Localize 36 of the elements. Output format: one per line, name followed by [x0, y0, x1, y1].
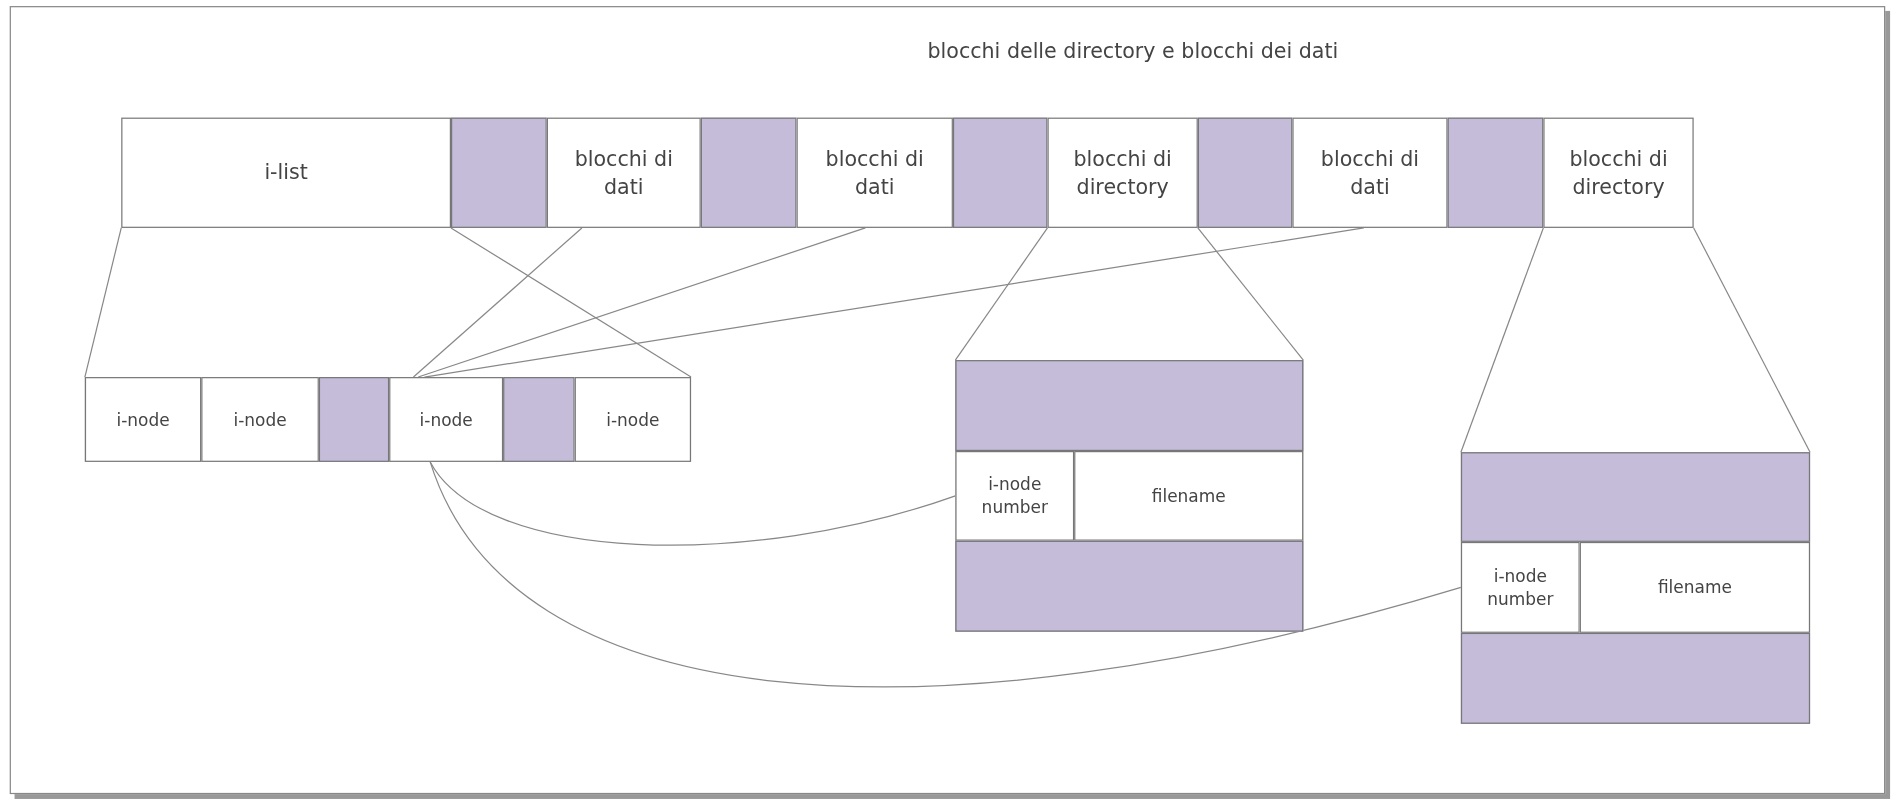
storage-block: i-node [389, 377, 504, 462]
storage-block: blocchi di directory [1543, 117, 1694, 228]
link-curve [429, 461, 956, 546]
shaded-block [952, 117, 1048, 228]
shaded-block [451, 117, 547, 228]
storage-block: filename [1074, 451, 1304, 541]
connector-line [84, 227, 122, 378]
shaded-block [955, 360, 1304, 451]
shaded-block [1460, 452, 1811, 542]
storage-block: blocchi di directory [1047, 117, 1198, 228]
link-curve [429, 461, 1462, 688]
shaded-block [503, 377, 575, 462]
connector-line [954, 227, 1049, 361]
shaded-block [1447, 117, 1544, 228]
storage-block: i-node number [1460, 541, 1580, 633]
connector-line [1460, 227, 1544, 453]
directory-block [955, 360, 1304, 632]
storage-block: filename [1579, 541, 1811, 633]
connector-line [417, 227, 866, 378]
shaded-block [955, 540, 1304, 632]
storage-block: blocchi di dati [1292, 117, 1448, 228]
storage-block: i-node [201, 377, 319, 462]
heading-text: blocchi delle directory e blocchi dei dati [927, 38, 1339, 64]
storage-block: i-node number [955, 451, 1075, 541]
connector-line [1197, 227, 1304, 361]
connector-line [450, 227, 692, 378]
storage-block: i-list [121, 117, 451, 228]
shaded-block [1460, 632, 1811, 724]
shaded-block [1197, 117, 1293, 228]
shaded-block [318, 377, 390, 462]
directory-block [1460, 452, 1811, 724]
connector-line [1693, 227, 1811, 453]
storage-block: blocchi di dati [796, 117, 953, 228]
storage-block: blocchi di dati [546, 117, 701, 228]
connector-line [412, 227, 583, 378]
shaded-block [700, 117, 797, 228]
